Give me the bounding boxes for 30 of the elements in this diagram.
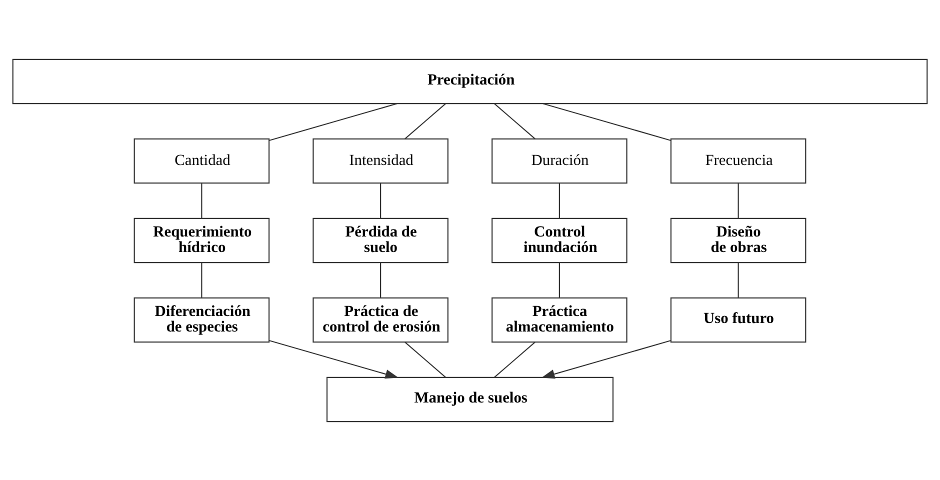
node-box: Manejo de suelos (326, 376, 614, 422)
node-box: Duración (492, 138, 628, 184)
node-box: Pérdida de suelo (312, 217, 448, 263)
node-box: Frecuencia (670, 138, 806, 184)
node-box: Diferenciación de especies (134, 296, 270, 342)
node-box: Diseño de obras (670, 217, 806, 263)
connector (268, 102, 398, 140)
connector (738, 182, 739, 218)
connector (404, 341, 446, 378)
node-box: Uso futuro (670, 296, 806, 342)
connector (404, 102, 446, 139)
node-box: Precipitación (12, 58, 928, 104)
arrow (541, 339, 672, 378)
connector (738, 262, 739, 298)
node-box: Requerimiento hídrico (134, 217, 270, 263)
connector (201, 262, 202, 298)
connector (380, 262, 382, 298)
connector (558, 182, 560, 218)
node-box: Intensidad (312, 138, 448, 184)
node-box: Cantidad (134, 138, 270, 184)
connector (380, 182, 382, 218)
node-box: Práctica de control de erosión (312, 296, 448, 342)
node-box: Control inundación (492, 217, 628, 263)
connector (201, 182, 202, 218)
connector (542, 102, 672, 140)
connector (558, 262, 560, 298)
connector (494, 341, 536, 378)
node-box: Práctica almacenamiento (492, 296, 628, 342)
arrow (268, 339, 399, 378)
connector (494, 102, 536, 139)
